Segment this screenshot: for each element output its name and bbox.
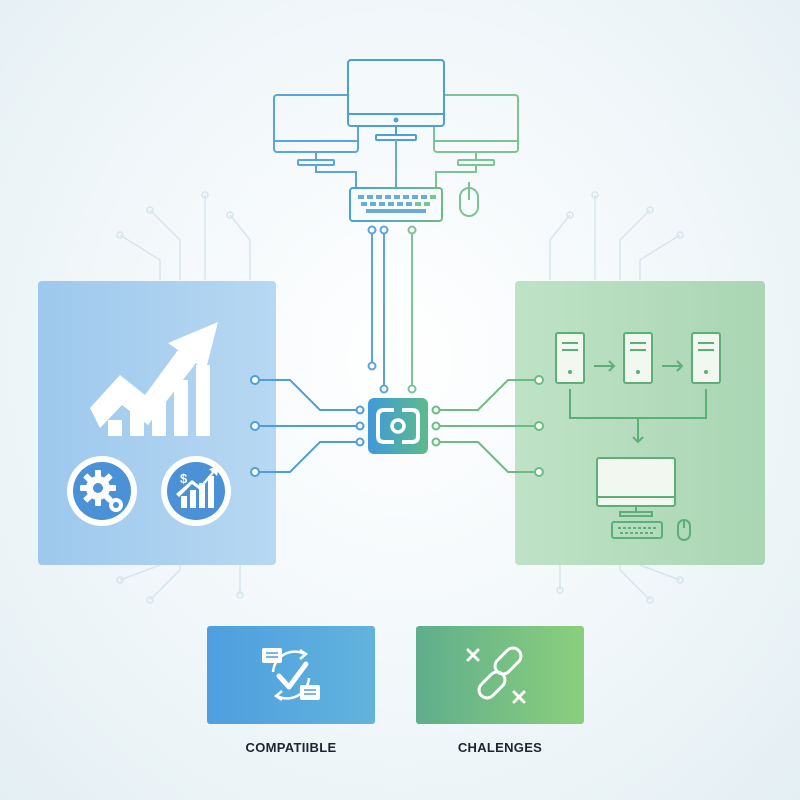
challenges-tile bbox=[416, 626, 584, 724]
keyboard-icon bbox=[349, 187, 443, 222]
kvm-switch-icon bbox=[368, 398, 428, 454]
financial-chart-icon: $ bbox=[161, 456, 231, 526]
server-arrows bbox=[569, 360, 707, 444]
gear-icon bbox=[67, 456, 137, 526]
mouse-icon bbox=[677, 519, 691, 541]
svg-text:$: $ bbox=[180, 471, 188, 486]
monitor-left bbox=[273, 94, 359, 166]
keyboard-keys bbox=[358, 195, 436, 213]
keyboard-icon bbox=[611, 521, 663, 539]
left-connectors bbox=[250, 375, 365, 477]
growth-chart-icon bbox=[90, 322, 218, 436]
right-connectors bbox=[431, 375, 544, 477]
monitor-center bbox=[347, 59, 445, 141]
monitor-icon bbox=[596, 457, 676, 517]
server-icon bbox=[623, 332, 653, 384]
input-cables bbox=[367, 225, 417, 394]
compatible-tile bbox=[207, 626, 375, 724]
challenges-caption: CHALENGES bbox=[457, 740, 543, 755]
background-circuit-traces bbox=[116, 191, 684, 604]
monitor-right bbox=[433, 94, 519, 166]
compatible-caption: COMPATIIBLE bbox=[245, 740, 337, 755]
mouse-icon bbox=[459, 182, 479, 217]
server-icon bbox=[691, 332, 721, 384]
server-icon bbox=[555, 332, 585, 384]
monitor-wires bbox=[315, 140, 477, 188]
sync-check-icon bbox=[262, 648, 320, 702]
broken-link-icon bbox=[466, 646, 526, 704]
